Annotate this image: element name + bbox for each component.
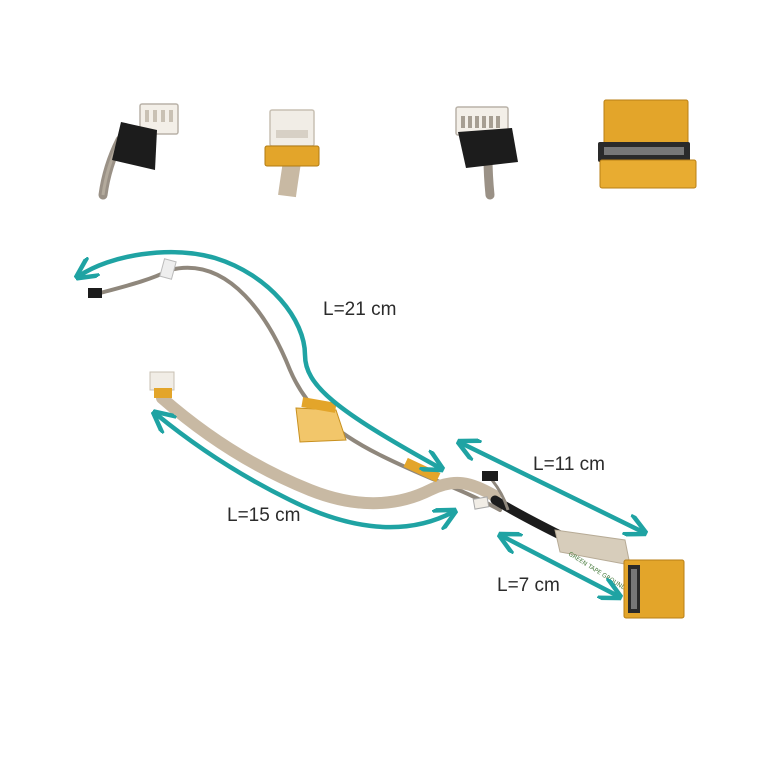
arrow-7cm — [502, 536, 618, 596]
label-7cm: L=7 cm — [497, 575, 560, 596]
thumbnail-black-multi-pin-connector — [455, 106, 518, 200]
thumbnail-lvds-connector — [598, 99, 697, 189]
lvds-connector — [623, 559, 685, 619]
small-connector-upper-left — [88, 288, 102, 298]
arrow-15cm — [156, 414, 453, 527]
small-connector-junction — [472, 496, 490, 510]
arrow-11cm — [461, 443, 643, 532]
black-sleeve — [490, 495, 565, 540]
label-11cm: L=11 cm — [533, 454, 605, 475]
flat-cable-right — [554, 529, 631, 566]
thumbnail-white-connector — [264, 109, 320, 198]
arrow-21cm — [79, 249, 440, 468]
white-connector-left — [149, 371, 175, 391]
dimension-arrows — [79, 249, 643, 596]
thumbnail-black-4-pin-connector — [98, 103, 179, 200]
label-21cm: L=21 cm — [323, 299, 396, 320]
label-15cm: L=15 cm — [227, 505, 300, 526]
kapton-tape-mid — [295, 407, 347, 443]
small-connector-upper-right — [482, 471, 498, 481]
